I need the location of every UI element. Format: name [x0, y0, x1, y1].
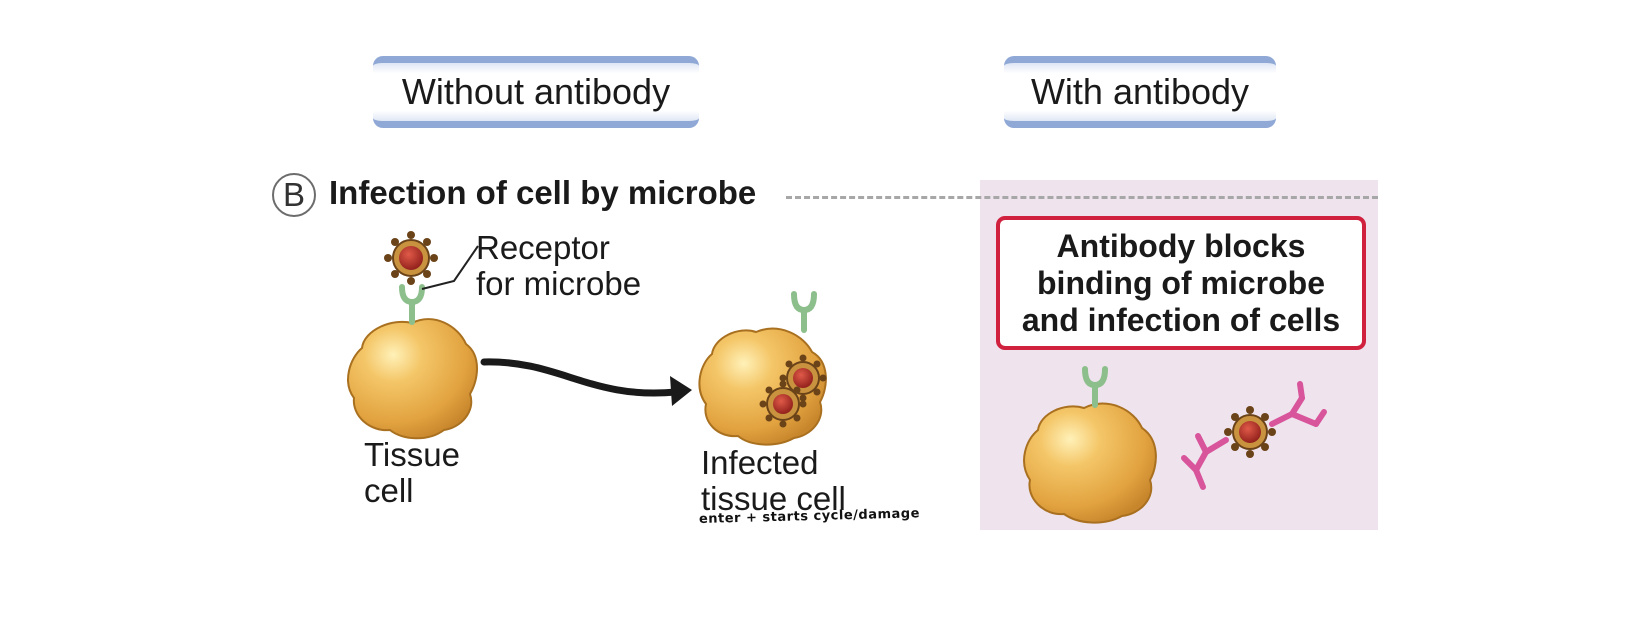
section-letter: B — [282, 176, 305, 213]
infected-cell-label-line-1: Infected — [701, 444, 819, 481]
infected-cell-label-line-2: tissue cell — [701, 480, 846, 517]
crop-edge — [250, 530, 1410, 617]
tissue-cell-label-line-2: cell — [364, 472, 414, 509]
tissue-cell-label-line-1: Tissue — [364, 436, 460, 473]
infected-cell-label: Infected tissue cell — [701, 445, 846, 517]
section-divider — [786, 196, 1378, 199]
infected-tissue-cell — [698, 291, 827, 446]
header-without-antibody-text: Without antibody — [401, 71, 671, 112]
note-line-1: Antibody blocks — [1056, 227, 1306, 264]
note-line-2: binding of microbe — [1037, 264, 1325, 301]
microbe-icon — [384, 231, 438, 285]
receptor-label: Receptor for microbe — [476, 230, 641, 302]
note-line-3: and infection of cells — [1021, 301, 1341, 338]
tissue-cell — [347, 318, 478, 440]
header-without-antibody: Without antibody — [373, 56, 699, 128]
header-with-antibody: With antibody — [1004, 56, 1276, 128]
receptor-label-line-1: Receptor — [476, 229, 610, 266]
header-with-antibody-text: With antibody — [1030, 71, 1250, 112]
transition-arrow — [480, 358, 692, 406]
receptor-pointer — [421, 245, 479, 290]
tissue-cell-label: Tissue cell — [364, 437, 460, 509]
receptor-label-line-2: for microbe — [476, 265, 642, 302]
receptor-icon — [399, 284, 425, 325]
section-title: Infection of cell by microbe — [329, 174, 763, 212]
antibody-note-box: Antibody blocks binding of microbe and i… — [996, 216, 1366, 350]
section-letter-badge: B — [272, 173, 316, 217]
